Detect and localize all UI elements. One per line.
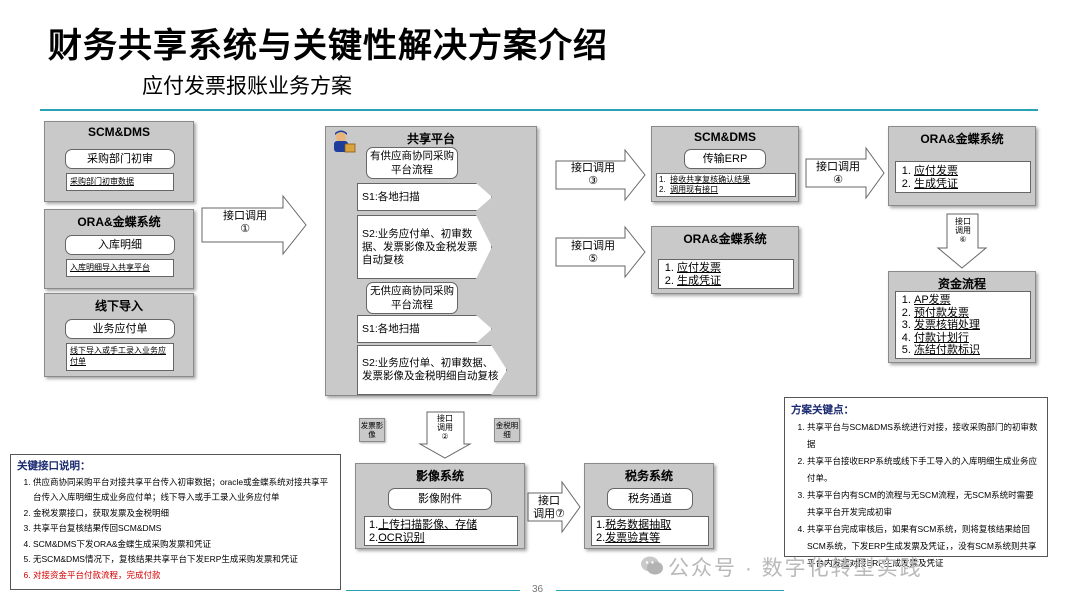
list-item: AP发票 [914, 294, 1030, 307]
fund-flow-panel: 资金流程 AP发票 预付款发票 发票核销处理 付款计划行 冻结付款标识 [888, 271, 1036, 363]
list-item: 付款计划行 [914, 332, 1030, 345]
transfer-erp-box: 传输ERP [684, 149, 766, 169]
panel-title: SCM&DMS [694, 130, 756, 144]
ora-right-list: 应付发票 生成凭证 [895, 161, 1031, 193]
wechat-icon [640, 554, 664, 578]
page-title: 财务共享系统与关键性解决方案介绍 [48, 27, 608, 65]
image-system-panel: 影像系统 影像附件 1.上传扫描影像、存储 2.OCR识别 [355, 463, 525, 549]
s2-auto-review-step: S2:业务应付单、初审数据、发票影像及金税发票自动复核 [357, 215, 492, 279]
ora-middle-panel: ORA&金蝶系统 应付发票 生成凭证 [651, 226, 799, 294]
panel-title: SCM&DMS [88, 125, 150, 139]
panel-title: 资金流程 [937, 277, 986, 291]
image-attachment-box: 影像附件 [388, 488, 492, 510]
list-item: 生成凭证 [914, 178, 1030, 191]
list-item: 生成凭证 [677, 275, 793, 288]
notes-heading: 关键接口说明： [17, 460, 91, 472]
left-ora-panel: ORA&金蝶系统 入库明细 入库明细导入共享平台 [44, 209, 194, 289]
key-interface-notes: 关键接口说明： 供应商协同采购平台对接共享平台传入初审数据；oracle或金蝶系… [10, 454, 341, 590]
inbound-import-note: 入库明细导入共享平台 [66, 259, 174, 277]
panel-title: ORA&金蝶系统 [77, 215, 161, 229]
list-item: 发票核销处理 [914, 319, 1030, 332]
purchase-dept-review-box: 采购部门初审 [65, 149, 175, 169]
list-item: 共享平台复核结果传回SCM&DMS [33, 521, 334, 537]
arrow-7-label: 接口调用⑦ [533, 495, 565, 520]
notes-heading: 方案关键点： [791, 404, 854, 416]
shared-platform-panel: 共享平台 有供应商协同采购平台流程 S1:各地扫描 S2:业务应付单、初审数据、… [325, 126, 537, 396]
tax-system-list: 1.税务数据抽取 2.发票验真等 [591, 516, 709, 546]
page-number: 36 [532, 584, 544, 595]
list-item: 共享平台完成审核后，如果有SCM系统，则将复核结果给回SCM系统，下发ERP生成… [807, 521, 1041, 572]
panel-title: 线下导入 [94, 299, 143, 313]
panel-title: ORA&金蝶系统 [920, 132, 1004, 146]
list-item: 应付发票 [914, 165, 1030, 178]
panel-title: ORA&金蝶系统 [683, 232, 767, 246]
list-item: SCM&DMS下发ORA&金蝶生成采购发票和凭证 [33, 537, 334, 553]
panel-title: 共享平台 [406, 132, 455, 146]
list-item: 对接资金平台付款流程，完成付款 [33, 568, 334, 584]
list-item: 应付发票 [677, 262, 793, 275]
list-item: 冻结付款标识 [914, 344, 1030, 357]
image-system-list: 1.上传扫描影像、存储 2.OCR识别 [364, 516, 518, 546]
s1-scan-step-2: S1:各地扫描 [357, 315, 492, 343]
watermark: 公众号 · 数字化转型实践 [668, 557, 923, 580]
worker-icon [330, 129, 356, 155]
page-subtitle: 应付发票报账业务方案 [142, 75, 352, 98]
tax-detail-tag: 金税明细 [494, 418, 520, 442]
list-item: 金税发票接口，获取发票及金税明细 [33, 506, 334, 522]
s2-auto-review-step-2: S2:业务应付单、初审数据、发票影像及金税明细自动复核 [357, 345, 507, 395]
fund-flow-list: AP发票 预付款发票 发票核销处理 付款计划行 冻结付款标识 [895, 291, 1031, 359]
footer-line-left [346, 590, 520, 591]
s1-scan-step: S1:各地扫描 [357, 183, 492, 211]
without-supplier-flow-box: 无供应商协同采购平台流程 [366, 282, 458, 314]
footer-line-right [556, 590, 784, 591]
list-item: 共享平台内有SCM的流程与无SCM流程，无SCM系统时需要共享平台开发完成初审 [807, 487, 1041, 521]
title-divider [40, 109, 1038, 111]
offline-import-note: 线下导入或手工录入业务应付单 [66, 343, 174, 371]
left-scm-dms-panel: SCM&DMS 采购部门初审 采购部门初审数据 [44, 121, 194, 202]
list-item: 无SCM&DMS情况下，复核结果共享平台下发ERP生成采购发票和凭证 [33, 552, 334, 568]
business-payable-box: 业务应付单 [65, 319, 175, 339]
list-item: 共享平台与SCM&DMS系统进行对接，接收采购部门的初审数据 [807, 419, 1041, 453]
panel-title: 税务系统 [624, 469, 673, 483]
purchase-review-data-note: 采购部门初审数据 [66, 173, 174, 191]
panel-title: 影像系统 [415, 469, 464, 483]
key-points-notes: 方案关键点： 共享平台与SCM&DMS系统进行对接，接收采购部门的初审数据 共享… [784, 397, 1048, 568]
left-offline-panel: 线下导入 业务应付单 线下导入或手工录入业务应付单 [44, 293, 194, 377]
inbound-detail-box: 入库明细 [65, 235, 175, 255]
ora-right-panel: ORA&金蝶系统 应付发票 生成凭证 [888, 126, 1036, 206]
list-item: 共享平台接收ERP系统或线下手工导入的入库明细生成业务应付单。 [807, 453, 1041, 487]
list-item: 预付款发票 [914, 307, 1030, 320]
list-item: 供应商协同采购平台对接共享平台传入初审数据；oracle或金蝶系统对接共享平台传… [33, 475, 334, 506]
tax-channel-box: 税务通道 [607, 488, 693, 510]
tax-system-panel: 税务系统 税务通道 1.税务数据抽取 2.发票验真等 [584, 463, 714, 549]
invoice-image-tag: 发票影像 [359, 418, 385, 442]
scm-steps-list: 1. 接收共享复核确认结果 2. 调用现有接口 [656, 173, 796, 197]
ora-mid-list: 应付发票 生成凭证 [658, 259, 794, 289]
with-supplier-flow-box: 有供应商协同采购平台流程 [366, 147, 458, 179]
scm-dms-transfer-panel: SCM&DMS 传输ERP 1. 接收共享复核确认结果 2. 调用现有接口 [651, 126, 799, 202]
